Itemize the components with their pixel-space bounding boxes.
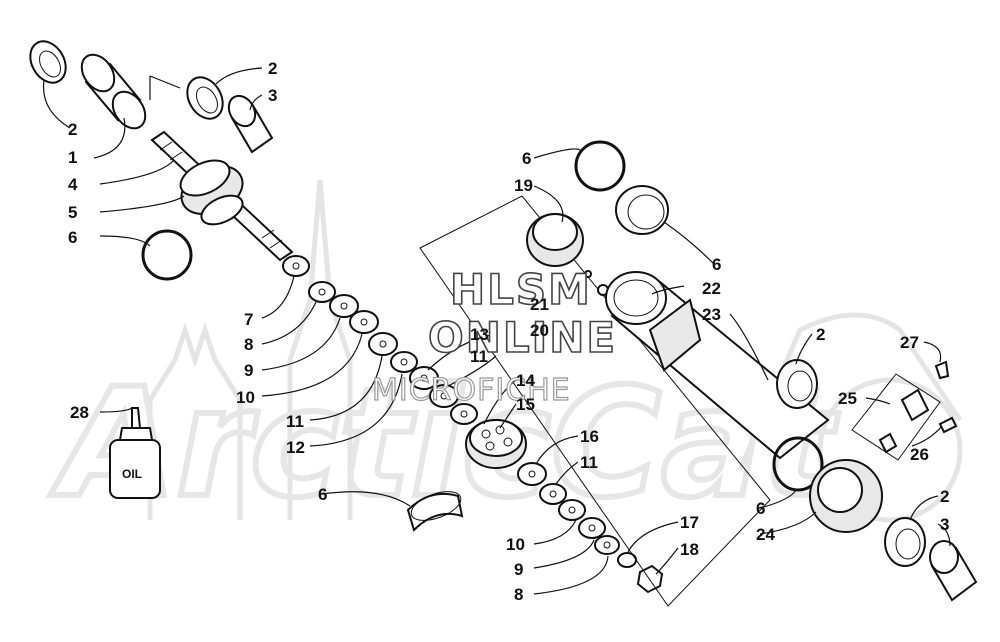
callout-6: 6 (756, 499, 765, 518)
callout-10: 10 (506, 535, 525, 554)
assembly-box (419, 195, 771, 607)
washer-stack (282, 255, 478, 425)
seal-head-part (179, 159, 244, 226)
callout-6: 6 (318, 485, 327, 504)
watermark-line1: HLSM (450, 265, 592, 314)
callout-26: 26 (910, 445, 929, 464)
callout-24: 24 (756, 525, 775, 544)
callout-23: 23 (702, 305, 721, 324)
leader-lines (42, 67, 951, 595)
valve-box (851, 373, 941, 461)
callout-28: 28 (70, 403, 89, 422)
callout-10: 10 (236, 388, 255, 407)
wear-band-part (615, 185, 669, 235)
piston-part (465, 419, 527, 469)
sleeve-part (227, 94, 274, 154)
callout-16: 16 (580, 427, 599, 446)
callout-17: 17 (680, 513, 699, 532)
eyelet-sleeve-part (80, 53, 147, 130)
callout-22: 22 (702, 279, 721, 298)
callout-11: 11 (286, 412, 304, 431)
callout-20: 20 (530, 321, 549, 340)
callout-3: 3 (940, 515, 949, 534)
body-assembly (419, 140, 978, 607)
callout-6: 6 (712, 255, 721, 274)
o-ring-part (141, 229, 193, 281)
callout-2: 2 (268, 59, 277, 78)
bushing-part (186, 76, 224, 120)
reservoir-cap-part (526, 213, 584, 267)
callout-25: 25 (838, 389, 857, 408)
lower-eye-part (809, 459, 883, 533)
callout-21: 21 (530, 295, 549, 314)
lower-washer-stack (517, 462, 664, 594)
oil-bottle: OIL (109, 407, 161, 499)
callout-19: 19 (514, 176, 533, 195)
callout-3: 3 (268, 86, 277, 105)
callout-4: 4 (68, 175, 78, 194)
callout-8: 8 (244, 335, 253, 354)
callout-27: 27 (900, 333, 919, 352)
bottle-label: OIL (122, 467, 142, 481)
callout-1: 1 (68, 148, 77, 167)
callout-2: 2 (816, 325, 825, 344)
callout-labels: 2 3 2 1 4 5 6 7 8 9 10 11 12 13 11 14 15… (68, 59, 949, 604)
bushing-part (884, 517, 926, 567)
callout-14: 14 (516, 371, 535, 390)
callout-5: 5 (68, 203, 77, 222)
callout-11: 11 (580, 453, 598, 472)
callout-12: 12 (286, 438, 305, 457)
callout-9: 9 (514, 560, 523, 579)
watermark-line3: MICROFICHE (372, 373, 571, 408)
sleeve-part (929, 540, 978, 602)
callout-2: 2 (940, 487, 949, 506)
callout-13: 13 (470, 325, 489, 344)
callout-7: 7 (244, 310, 253, 329)
callout-18: 18 (680, 540, 699, 559)
bushing-part (29, 40, 67, 84)
wear-band-part (406, 491, 464, 532)
o-ring-part (772, 436, 824, 492)
shock-body-part (605, 271, 830, 460)
callout-11: 11 (470, 347, 488, 366)
callout-2: 2 (68, 120, 77, 139)
watermark-line2: ONLINE (428, 313, 617, 362)
bushing-part (776, 359, 818, 409)
screw-part (934, 360, 950, 380)
callout-6: 6 (522, 149, 531, 168)
callout-15: 15 (516, 395, 535, 414)
online-microfiche-watermark: HLSM ONLINE MICROFICHE (371, 264, 617, 408)
callout-6: 6 (68, 228, 77, 247)
callout-9: 9 (244, 361, 253, 380)
shaft-assembly (29, 40, 664, 594)
o-ring-part (574, 140, 626, 192)
callout-8: 8 (514, 585, 523, 604)
